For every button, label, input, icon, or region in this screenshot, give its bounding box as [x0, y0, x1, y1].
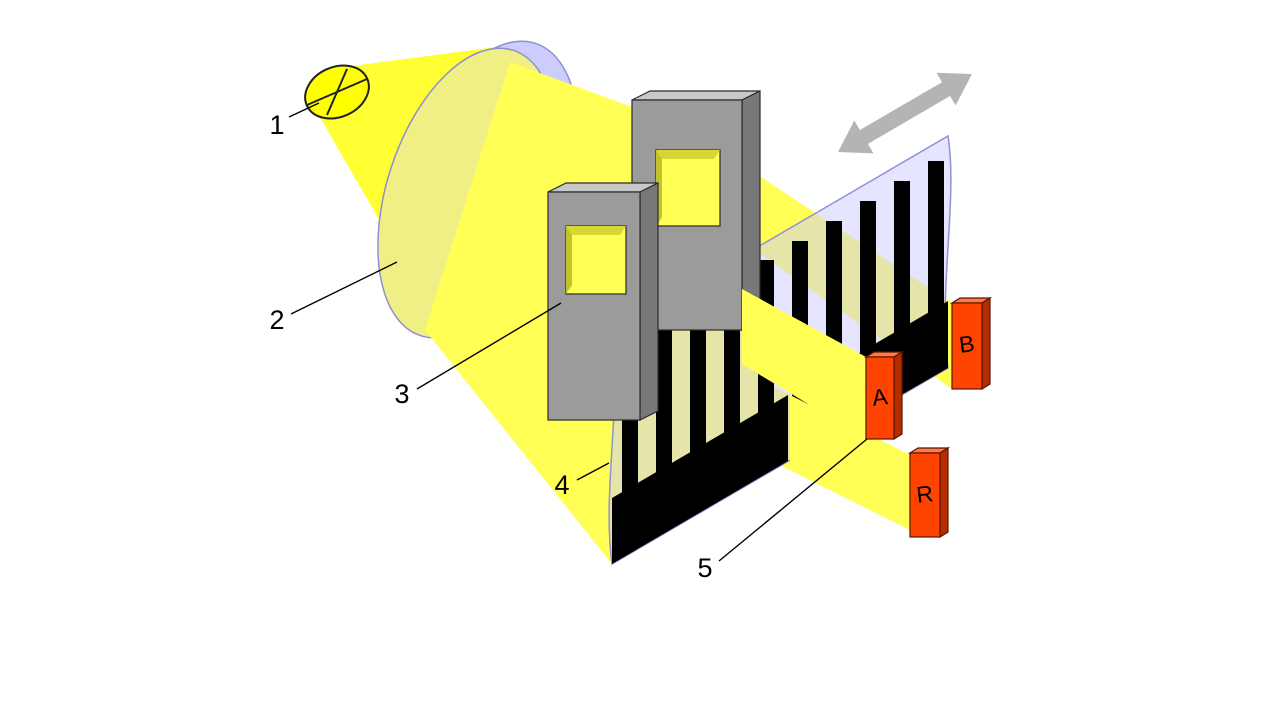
detector-b-label: B — [958, 330, 976, 358]
callout-3-line — [416, 302, 562, 390]
beam-front-segment-r — [790, 395, 910, 530]
callout-lines — [288, 102, 868, 562]
callout-2-line — [290, 261, 398, 315]
detector-a-front — [865, 356, 895, 440]
callout-3-label: 3 — [394, 379, 409, 409]
callout-1-line — [288, 102, 320, 118]
detector-b: B — [949, 296, 993, 391]
detector-b-front — [951, 302, 983, 390]
mask-left-plate — [547, 182, 659, 421]
detector-b-side — [981, 296, 991, 391]
callout-4-label: 4 — [554, 470, 569, 500]
mask-right-plate-top — [631, 90, 761, 101]
detector-a-label: A — [871, 383, 890, 411]
detector-r-label: R — [915, 480, 935, 508]
mask-window-a — [565, 225, 627, 295]
detector-r: R — [907, 446, 951, 539]
callout-2-label: 2 — [269, 305, 284, 335]
detector-a-side — [893, 350, 903, 441]
detector-a: A — [863, 350, 905, 441]
callout-1-label: 1 — [269, 110, 284, 140]
mask-right-plate — [631, 90, 761, 331]
mask-window-a-inner-top — [566, 226, 626, 235]
light-source-icon — [304, 64, 370, 120]
callout-5-line — [718, 438, 868, 562]
callout-4-line — [576, 462, 610, 481]
mask-left-plate-side — [639, 182, 659, 421]
detector-r-side — [939, 446, 949, 539]
detector-r-front — [909, 452, 941, 538]
mask-window-a-inner-side — [566, 226, 572, 294]
strip-black-band-left — [612, 395, 788, 564]
mask-window-b — [655, 149, 721, 227]
motion-arrow-icon — [838, 72, 972, 154]
mask-window-b-inner-top — [656, 150, 720, 159]
callout-5-label: 5 — [697, 553, 712, 583]
beam-front-segment-a — [742, 289, 866, 439]
